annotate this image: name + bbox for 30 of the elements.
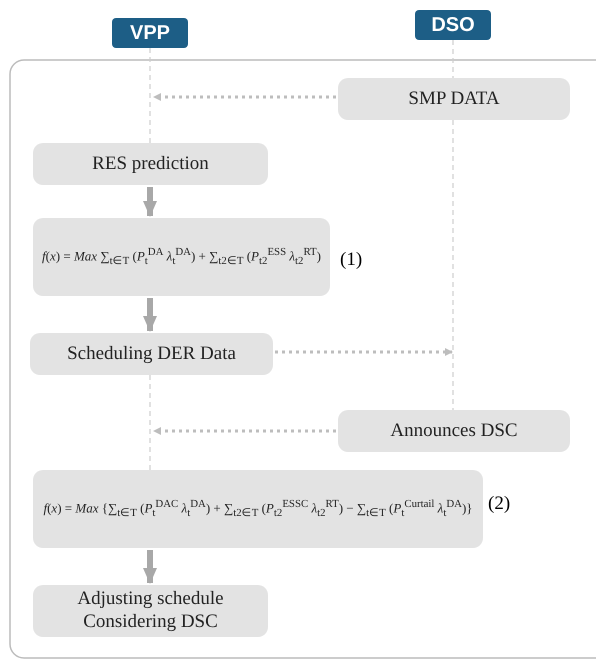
process-box <box>30 333 273 375</box>
lifeline <box>452 40 454 78</box>
equation-number: (1) <box>340 249 362 271</box>
process-box <box>33 143 268 185</box>
formula-box <box>33 470 483 548</box>
message-box <box>338 410 570 452</box>
arrow <box>143 550 157 584</box>
message-box <box>338 78 570 120</box>
lifeline-label: VPP <box>130 22 170 44</box>
dotted-arrow <box>275 348 453 356</box>
step-text: SMP DATA <box>408 88 500 110</box>
lifeline-header <box>112 18 188 48</box>
dotted-arrow <box>153 93 336 101</box>
step-text: RES prediction <box>92 152 209 176</box>
step-text: Announces DSC <box>390 420 518 442</box>
equation-number: (2) <box>488 493 510 515</box>
arrow <box>143 298 157 332</box>
formula: f(x) = Max ∑$_{t∈T}$ (P$_{t}$$^{DA}$ λ$_{t}$$^{DA}$) + ∑$_{t2∈T}$ (P$_{t2}$$^{ESS}$ λ$_{t2}$$^{RT}$) <box>42 246 321 268</box>
lifeline-header <box>415 10 491 40</box>
lifeline <box>149 375 151 470</box>
formula-box <box>33 218 330 296</box>
step-text: Scheduling DER Data <box>67 342 236 366</box>
dotted-arrow <box>153 427 336 435</box>
lifeline <box>452 120 454 410</box>
arrow <box>143 187 157 217</box>
formula: f(x) = Max {∑$_{t∈T}$ (P$_{t}$$^{DAC}$ λ$_{t}$$^{DA}$) + ∑$_{t2∈T}$ (P$_{t2}$$^{ESSC}$ λ$_{t2}$$^{RT}$) − ∑$_{t∈T}$ (P$_{t}$$^{Curtail}$ λ$_{t}$$^{DA}$)} <box>43 498 473 520</box>
lifeline-label: DSO <box>431 14 475 36</box>
step-text: Adjusting schedule Considering DSC <box>76 588 225 634</box>
process-box <box>33 585 268 637</box>
lifeline <box>149 48 151 143</box>
